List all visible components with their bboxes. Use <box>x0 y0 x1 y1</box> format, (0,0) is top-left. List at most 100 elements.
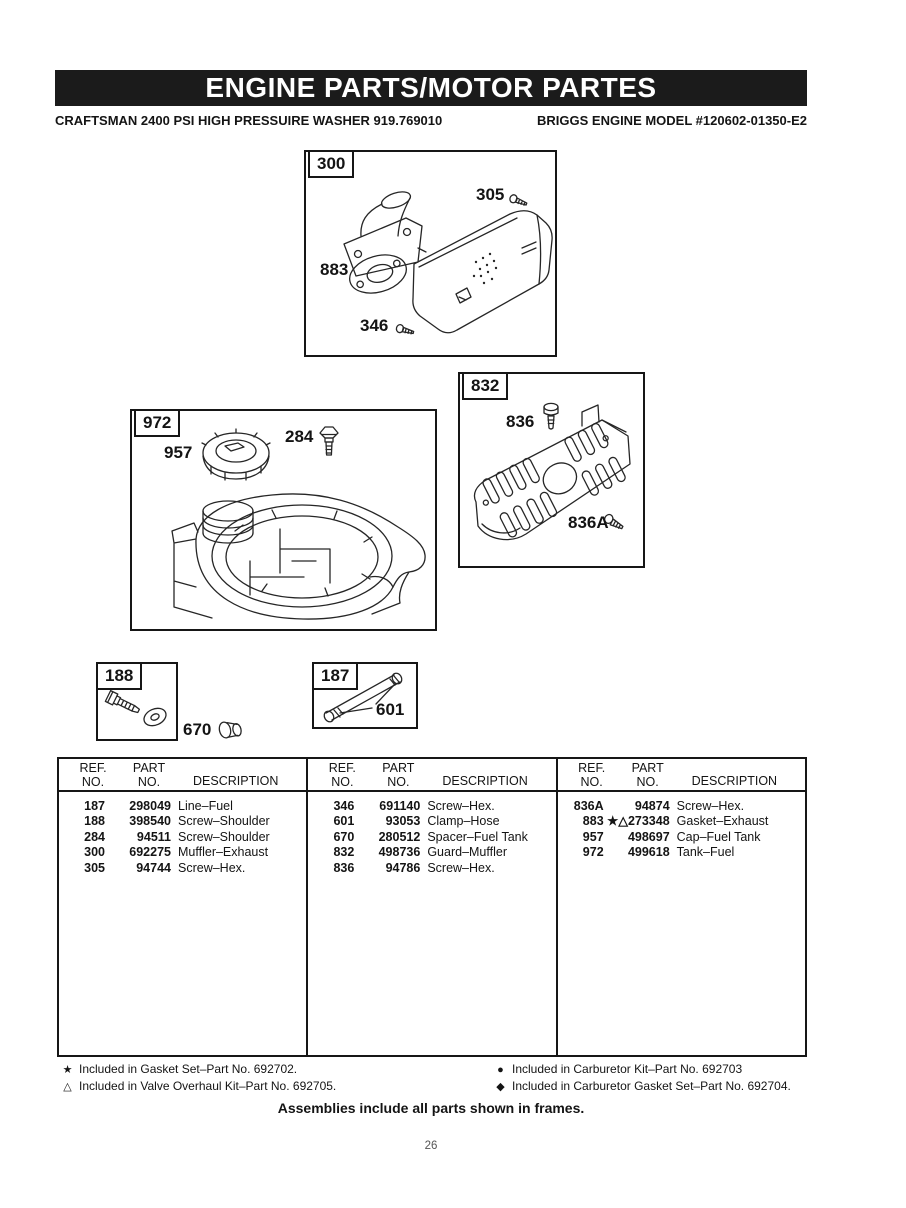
washer-model-text: CRAFTSMAN 2400 PSI HIGH PRESSUIRE WASHER… <box>55 113 443 128</box>
table-row: 188 398540 Screw–Shoulder <box>59 814 306 829</box>
footnote-text: Included in Carburetor Gasket Set–Part N… <box>512 1078 791 1093</box>
part-no: 94511 <box>136 829 171 844</box>
ref-no: 670 <box>333 829 355 844</box>
footnotes: ★ Included in Gasket Set–Part No. 692702… <box>60 1062 807 1095</box>
part-description: Line–Fuel <box>178 799 233 813</box>
callout-gasket-883: 883 <box>320 260 349 279</box>
spacer-callout-group: 670 <box>183 719 243 741</box>
col-header-ref: REF.NO. <box>328 761 356 789</box>
spacer-icon <box>219 721 243 739</box>
footnote-text: Included in Carburetor Kit–Part No. 6927… <box>512 1062 743 1076</box>
part-no: 498697 <box>627 829 670 844</box>
part-description: Guard–Muffler <box>427 845 507 860</box>
footnote-text: Included in Valve Overhaul Kit–Part No. … <box>79 1078 337 1093</box>
col-header-ref: REF.NO. <box>79 761 107 789</box>
part-description: Screw–Shoulder <box>178 829 270 844</box>
col-header-ref: REF.NO. <box>578 761 606 789</box>
assemblies-note: Assemblies include all parts shown in fr… <box>277 1100 585 1116</box>
part-no: ★△273348 <box>607 814 670 829</box>
ref-no: 832 <box>333 845 355 860</box>
frame-number-badge: 187 <box>312 662 359 690</box>
callout-screw-284: 284 <box>285 427 314 446</box>
footnote-carburetor-gasket-set: ◆ Included in Carburetor Gasket Set–Part… <box>493 1079 807 1096</box>
col-header-description: DESCRIPTION <box>691 773 778 788</box>
engine-model-text: BRIGGS ENGINE MODEL #120602-01350-E2 <box>537 113 807 128</box>
callout-spacer-670: 670 <box>183 720 212 739</box>
fuel-tank-frame: 972 957 284 <box>130 409 437 631</box>
muffler-guard-frame: 832 836 836A <box>458 372 645 568</box>
frame-number-badge: 188 <box>96 662 143 690</box>
table-row: 187 298049 Line–Fuel <box>59 799 306 814</box>
part-description: Screw–Hex. <box>427 860 495 875</box>
table-row: 670 280512 Spacer–Fuel Tank <box>308 830 555 845</box>
table-row: 305 94744 Screw–Hex. <box>59 861 306 876</box>
part-description: Screw–Hex. <box>178 860 246 875</box>
part-description: Cap–Fuel Tank <box>676 829 761 844</box>
page-title-bar: ENGINE PARTS/MOTOR PARTES <box>55 70 807 106</box>
callout-screw-346: 346 <box>360 316 389 335</box>
ref-no: 836 <box>333 860 355 875</box>
col-header-description: DESCRIPTION <box>193 773 279 788</box>
shoulder-screw-frame: 188 <box>96 662 178 741</box>
circle-bullet-icon: ● <box>497 1064 504 1076</box>
table-row: 972 499618 Tank–Fuel <box>558 845 805 860</box>
callout-screw-836A: 836A <box>568 513 609 532</box>
part-no: 499618 <box>627 845 670 860</box>
frame-number-badge: 300 <box>308 150 355 178</box>
page-title: ENGINE PARTS/MOTOR PARTES <box>205 72 657 103</box>
callout-screw-836: 836 <box>506 412 535 431</box>
muffler-guard-diagram <box>473 402 631 541</box>
table-row: 346 691140 Screw–Hex. <box>308 799 555 814</box>
part-no: 94874 <box>634 799 670 813</box>
ref-no: 284 <box>84 829 105 844</box>
callout-clamp-601: 601 <box>376 700 405 719</box>
table-row: 957 498697 Cap–Fuel Tank <box>558 830 805 845</box>
table-row: 601 93053 Clamp–Hose <box>308 814 555 829</box>
shoulder-screw-diagram <box>104 689 167 727</box>
part-description: Clamp–Hose <box>427 814 500 829</box>
table-row: 836 94786 Screw–Hex. <box>308 861 555 876</box>
table-row: 832 498736 Guard–Muffler <box>308 845 555 860</box>
ref-no: 188 <box>84 814 105 829</box>
fuel-tank-diagram <box>171 426 426 620</box>
table-body: 346 691140 Screw–Hex. 601 93053 Clamp–Ho… <box>308 792 555 876</box>
ref-no: 346 <box>333 799 355 813</box>
col-header-description: DESCRIPTION <box>442 773 528 788</box>
callout-screw-305: 305 <box>476 185 505 204</box>
frame-number-badge: 832 <box>462 372 509 400</box>
part-no: 280512 <box>378 829 421 844</box>
part-description: Gasket–Exhaust <box>676 814 769 829</box>
fuel-line-diagram <box>323 672 403 723</box>
ref-no: 300 <box>84 845 105 860</box>
ref-no: 972 <box>582 845 604 860</box>
footnote-carburetor-kit: ● Included in Carburetor Kit–Part No. 69… <box>493 1062 807 1079</box>
table-row: 836A 94874 Screw–Hex. <box>558 799 805 814</box>
page-number: 26 <box>424 1140 438 1152</box>
part-description: Muffler–Exhaust <box>178 845 269 860</box>
table-body: 187 298049 Line–Fuel 188 398540 Screw–Sh… <box>59 792 306 876</box>
table-row: 284 94511 Screw–Shoulder <box>59 830 306 845</box>
diamond-icon: ◆ <box>496 1080 505 1093</box>
part-description: Tank–Fuel <box>676 845 735 860</box>
ref-no: 957 <box>582 829 604 844</box>
star-icon: ★ <box>62 1064 73 1076</box>
part-no: 298049 <box>129 799 171 813</box>
footnote-text: Included in Gasket Set–Part No. 692702. <box>79 1062 298 1076</box>
part-no: 94786 <box>385 860 421 875</box>
part-no: 692275 <box>129 845 171 860</box>
model-line: CRAFTSMAN 2400 PSI HIGH PRESSUIRE WASHER… <box>55 113 807 128</box>
ref-no: 883 <box>582 814 604 829</box>
ref-no: 836A <box>573 799 604 813</box>
table-row: 883 ★△273348 Gasket–Exhaust <box>558 814 805 829</box>
part-no: 94744 <box>136 860 171 875</box>
table-body: 836A 94874 Screw–Hex. 883 ★△273348 Gaske… <box>558 792 805 861</box>
muffler-diagram <box>343 191 553 335</box>
triangle-icon: △ <box>63 1080 72 1093</box>
